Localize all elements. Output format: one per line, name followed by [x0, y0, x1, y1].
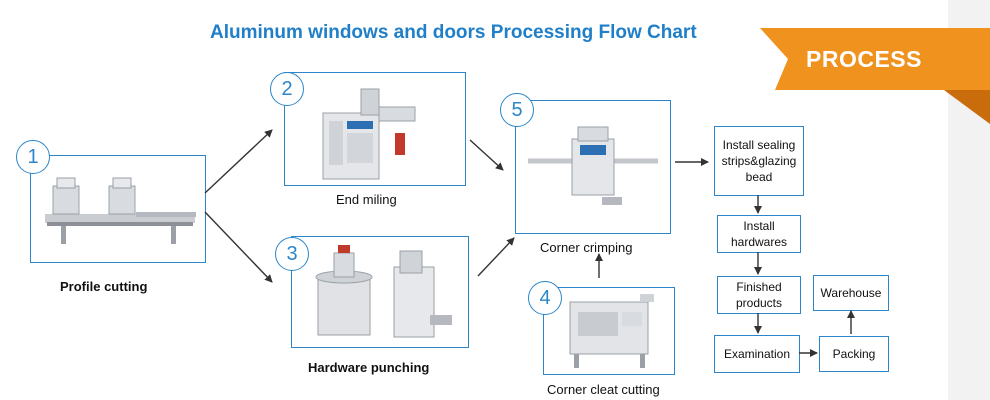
step-number-4: 4: [528, 281, 562, 315]
step-label-1: Profile cutting: [60, 279, 148, 294]
step-2-frame: [284, 72, 466, 186]
double-head-saw-illustration: [45, 177, 196, 244]
flow-install-sealing: Install sealing strips&glazing bead: [714, 126, 804, 196]
process-ribbon: [760, 28, 990, 124]
flow-install-hardwares: Install hardwares: [717, 215, 801, 253]
step-label-4: Corner cleat cutting: [547, 382, 660, 397]
flow-warehouse: Warehouse: [813, 275, 889, 311]
step-number-5: 5: [500, 93, 534, 127]
step-label-3: Hardware punching: [308, 360, 430, 375]
hardware-punching-illustration: [315, 245, 452, 338]
end-milling-illustration: [322, 88, 416, 180]
step-4-frame: [543, 287, 675, 375]
step-number-2: 2: [270, 72, 304, 106]
step-1-frame: [30, 155, 206, 263]
corner-crimping-illustration: [528, 126, 658, 205]
step-3-frame: [291, 236, 469, 348]
step-number-3: 3: [275, 237, 309, 271]
step-label-2: End miling: [336, 192, 397, 207]
arrow-2-to-5: [469, 139, 504, 171]
process-badge: PROCESS: [806, 46, 922, 72]
flow-finished-products: Finished products: [717, 276, 801, 314]
step-label-5: Corner crimping: [540, 240, 633, 255]
arrow-3-to-5: [477, 237, 515, 277]
step-5-frame: [515, 100, 671, 234]
arrow-1-to-2: [204, 129, 273, 194]
flow-packing: Packing: [819, 336, 889, 372]
chart-title: Aluminum windows and doors Processing Fl…: [210, 22, 697, 43]
step-number-1: 1: [16, 140, 50, 174]
flow-examination: Examination: [714, 335, 800, 373]
arrow-1-to-3: [204, 211, 273, 283]
corner-cleat-cutting-illustration: [569, 294, 654, 368]
